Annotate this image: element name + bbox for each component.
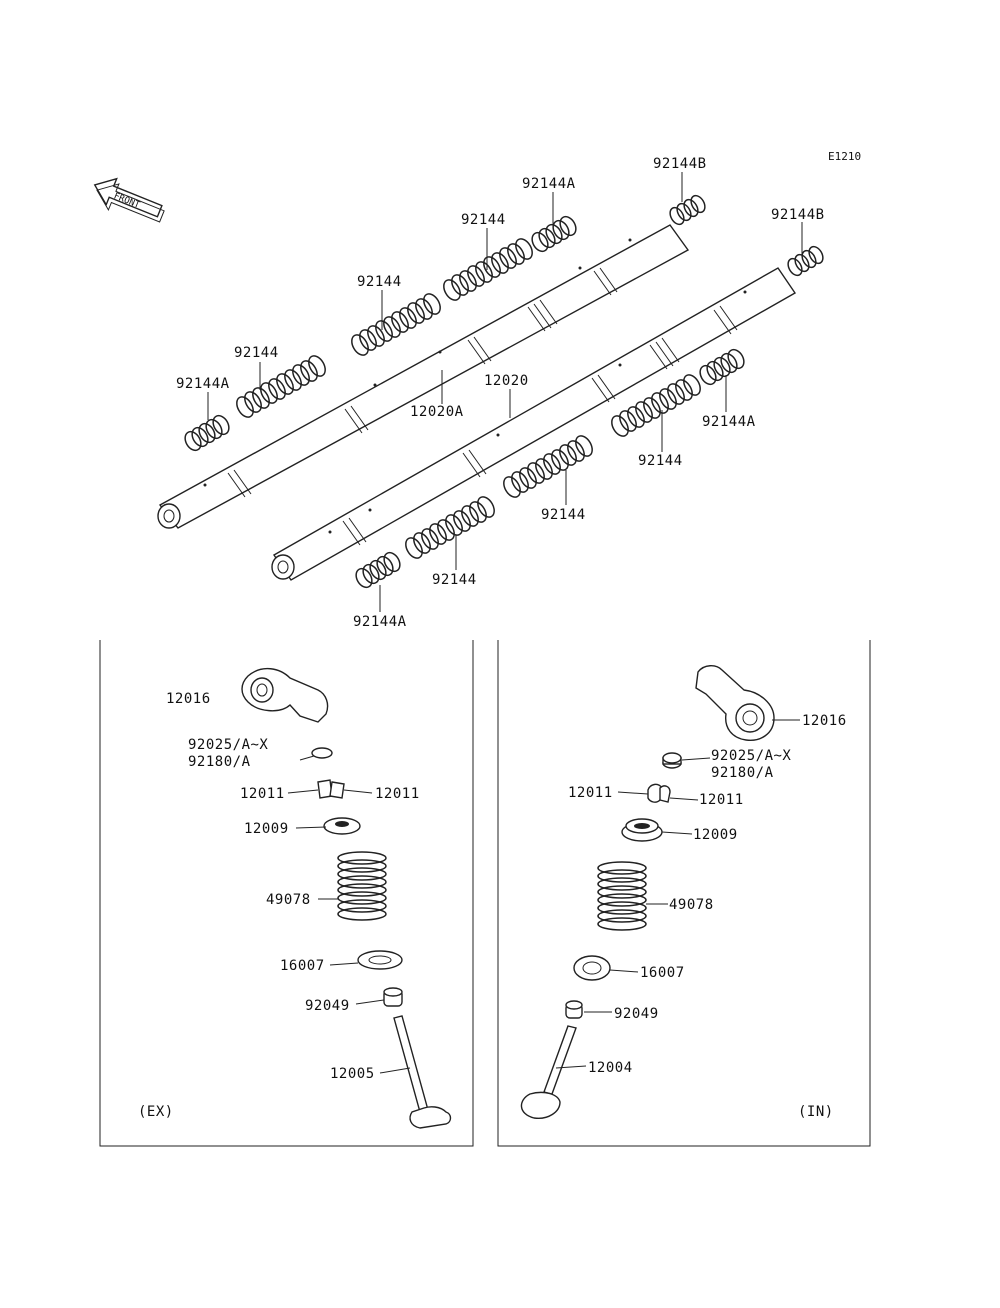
ex-rocker-arm <box>241 668 329 723</box>
spring-92144a-top <box>531 215 577 253</box>
spring-92144-low <box>405 496 495 559</box>
ex-stem-seal <box>383 987 403 1007</box>
label-92144-mid: 92144 <box>541 507 586 523</box>
in-label-cotter-left: 12011 <box>568 785 613 801</box>
label-12020: 12020 <box>484 373 529 389</box>
in-panel-tag: (IN) <box>798 1104 834 1120</box>
in-label-spring: 49078 <box>669 897 714 913</box>
in-label-valve: 12004 <box>588 1060 633 1076</box>
ex-label-valve: 12005 <box>330 1066 375 1082</box>
ex-panel: 12016 92025/A~X 92180/A 12011 12011 1200… <box>99 640 474 1147</box>
label-92144b-right: 92144B <box>771 207 825 223</box>
shaft-springs <box>184 194 824 589</box>
ex-label-spring: 49078 <box>266 892 311 908</box>
spring-92144-1 <box>236 355 326 418</box>
ex-label-retainer: 12009 <box>244 821 289 837</box>
ex-label-shim-2: 92180/A <box>188 754 251 770</box>
in-label-shim-1: 92025/A~X <box>711 748 791 764</box>
diagram-code: E1210 <box>828 150 861 163</box>
in-stem-seal <box>565 1000 583 1019</box>
in-valve <box>520 1025 577 1119</box>
label-92144-2: 92144 <box>357 274 402 290</box>
label-92144b-top: 92144B <box>653 156 707 172</box>
ex-label-cotter-right: 12011 <box>375 786 420 802</box>
in-rocker-arm <box>695 665 775 741</box>
spring-92144-3 <box>443 238 533 301</box>
in-cotters <box>647 783 671 803</box>
ex-retainer <box>323 817 361 835</box>
in-label-shim-2: 92180/A <box>711 765 774 781</box>
in-label-retainer: 12009 <box>693 827 738 843</box>
label-92144-right: 92144 <box>638 453 683 469</box>
label-92144a-right: 92144A <box>702 414 756 430</box>
ex-panel-tag: (EX) <box>138 1104 174 1120</box>
label-92144a-bottom: 92144A <box>353 614 407 630</box>
in-shim <box>662 752 682 769</box>
spring-92144a-bottom <box>355 551 401 589</box>
ex-cotters <box>317 779 345 799</box>
shaft-leaders <box>207 172 803 612</box>
ex-label-seat: 16007 <box>280 958 325 974</box>
front-arrow-icon: FRONT <box>93 177 165 223</box>
spring-92144b-right <box>787 245 824 277</box>
rocker-shaft-12020a <box>157 224 690 529</box>
in-panel: 12016 92025/A~X 92180/A 12011 12011 1200… <box>497 640 871 1147</box>
ex-label-cotter-left: 12011 <box>240 786 285 802</box>
ex-label-rocker: 12016 <box>166 691 211 707</box>
spring-92144a-left <box>184 414 230 452</box>
spring-92144-2 <box>351 293 441 356</box>
label-92144-1: 92144 <box>234 345 279 361</box>
spring-92144-mid <box>503 435 593 498</box>
spring-92144b-top <box>669 194 706 226</box>
spring-92144-right <box>611 374 701 437</box>
ex-valve <box>393 1015 452 1129</box>
in-label-rocker: 12016 <box>802 713 847 729</box>
spring-92144a-right <box>699 348 745 386</box>
ex-spring-seat <box>357 950 403 970</box>
label-92144a-left: 92144A <box>176 376 230 392</box>
in-valve-spring <box>597 861 647 931</box>
ex-valve-spring <box>337 851 387 921</box>
ex-shim <box>311 747 333 759</box>
label-92144a-top: 92144A <box>522 176 576 192</box>
in-label-seat: 16007 <box>640 965 685 981</box>
label-92144-low: 92144 <box>432 572 477 588</box>
label-12020a: 12020A <box>410 404 464 420</box>
label-92144-3: 92144 <box>461 212 506 228</box>
in-label-seal: 92049 <box>614 1006 659 1022</box>
ex-label-shim-1: 92025/A~X <box>188 737 268 753</box>
in-spring-seat <box>573 955 611 981</box>
ex-label-seal: 92049 <box>305 998 350 1014</box>
rocker-shaft-12020 <box>271 267 797 581</box>
in-retainer <box>621 818 663 842</box>
in-label-cotter-right: 12011 <box>699 792 744 808</box>
